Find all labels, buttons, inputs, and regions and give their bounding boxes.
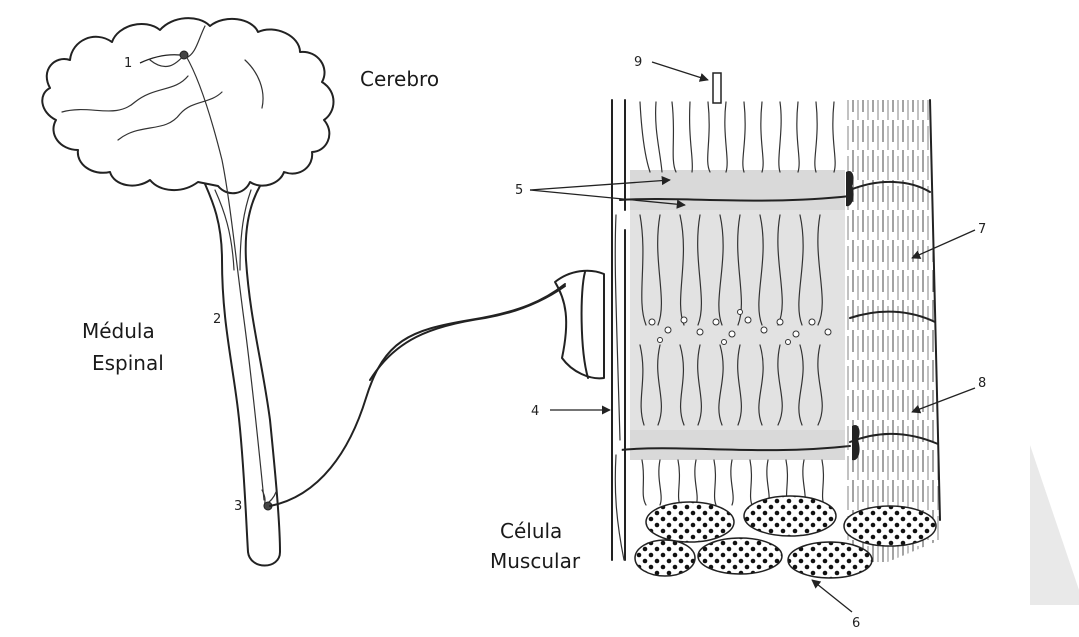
nerve-terminal (370, 271, 604, 380)
muscle-fiber (612, 73, 940, 580)
brain-outline (42, 18, 333, 193)
callout-8: 8 (978, 376, 986, 391)
callout-5: 5 (515, 183, 523, 198)
brain-label: Cerebro (360, 67, 439, 91)
callout-3: 3 (234, 499, 242, 514)
spinal-cord (180, 51, 565, 566)
callout-2: 2 (213, 312, 221, 327)
spinal-cord-label-line2: Espinal (92, 351, 164, 375)
callout-6: 6 (852, 616, 860, 631)
callout-4: 4 (531, 404, 539, 419)
spinal-cord-label-line1: Médula (82, 319, 155, 343)
callout-7: 7 (978, 222, 986, 237)
muscle-cell-label-line1: Célula (500, 519, 562, 543)
callout-1: 1 (124, 56, 132, 71)
muscle-cell-label-line2: Muscular (490, 549, 581, 573)
callout-9: 9 (634, 55, 642, 70)
decorative-triangle (1030, 445, 1079, 605)
